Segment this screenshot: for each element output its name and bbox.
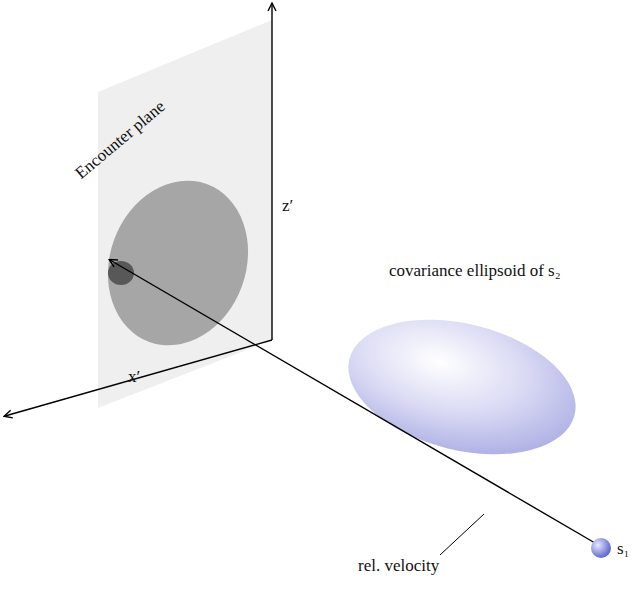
ellipsoid-label: covariance ellipsoid of s₂: [389, 262, 561, 281]
object-label: s₁: [617, 540, 630, 559]
x-axis: [5, 340, 272, 416]
covariance-ellipsoid: [334, 298, 590, 476]
relative-velocity-line: [110, 260, 595, 543]
projected-covariance: [85, 161, 270, 365]
axis-label: x′: [128, 368, 140, 387]
axis-label: z′: [282, 197, 293, 216]
hard-body-region: [108, 261, 134, 285]
leader-line: [440, 514, 484, 555]
velocity-label: rel. velocity: [358, 557, 439, 576]
object-sphere: [591, 538, 611, 558]
z-axis: [271, 4, 272, 340]
